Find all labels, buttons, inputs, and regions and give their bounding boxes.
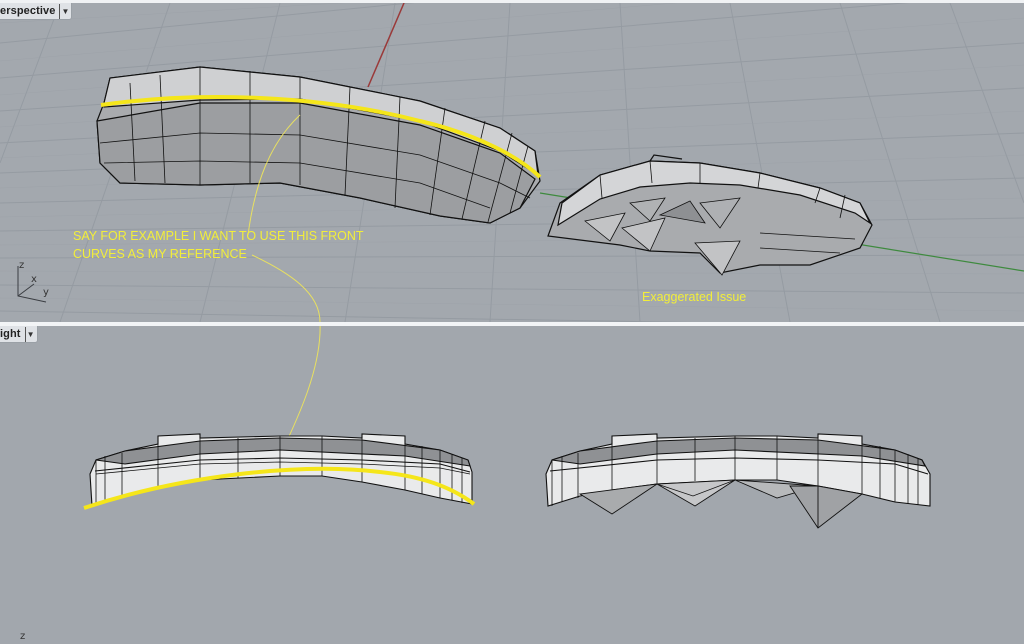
perspective-viewport-tab[interactable]: erspective ▼ [0,3,73,20]
reference-curve-highlight [100,95,542,179]
right-viewport-tab[interactable]: ight ▼ [0,326,38,343]
right-view-scene [83,326,931,529]
window-top-strip [0,0,1024,3]
triangle-down-icon[interactable]: ▼ [59,3,70,19]
leader-line-2 [251,254,321,322]
axis-y-label: y [43,287,49,298]
viewport-divider[interactable] [0,322,1024,326]
leader-line-1 [247,114,301,236]
viewport-title: ight [0,328,21,340]
right-viewport[interactable]: ight ▼ z [0,326,1024,644]
right-object-right-view [545,433,931,529]
annotation-line-2: CURVES AS MY REFERENCE [73,247,247,261]
triangle-down-icon[interactable]: ▼ [24,326,36,342]
perspective-grid [0,3,1024,322]
reference-curve-front-view [83,466,476,510]
right-object-perspective [547,154,873,276]
axis-z-label: z [19,260,25,271]
axis-x-label: x [31,274,37,285]
annotation-line-1: SAY FOR EXAMPLE I WANT TO USE THIS FRONT [73,229,364,243]
left-object-perspective [96,66,541,224]
perspective-viewport[interactable]: erspective ▼ SAY FOR EXAMPLE I WANT TO U… [0,3,1024,322]
axis-widget-icon [17,266,47,303]
axis-z-label-right: z [20,631,26,642]
annotation-reference: SAY FOR EXAMPLE I WANT TO USE THIS FRONT… [73,227,364,263]
viewport-title: erspective [0,5,56,17]
x-axis-line [367,3,405,88]
annotation-issue: Exaggerated Issue [642,290,747,304]
